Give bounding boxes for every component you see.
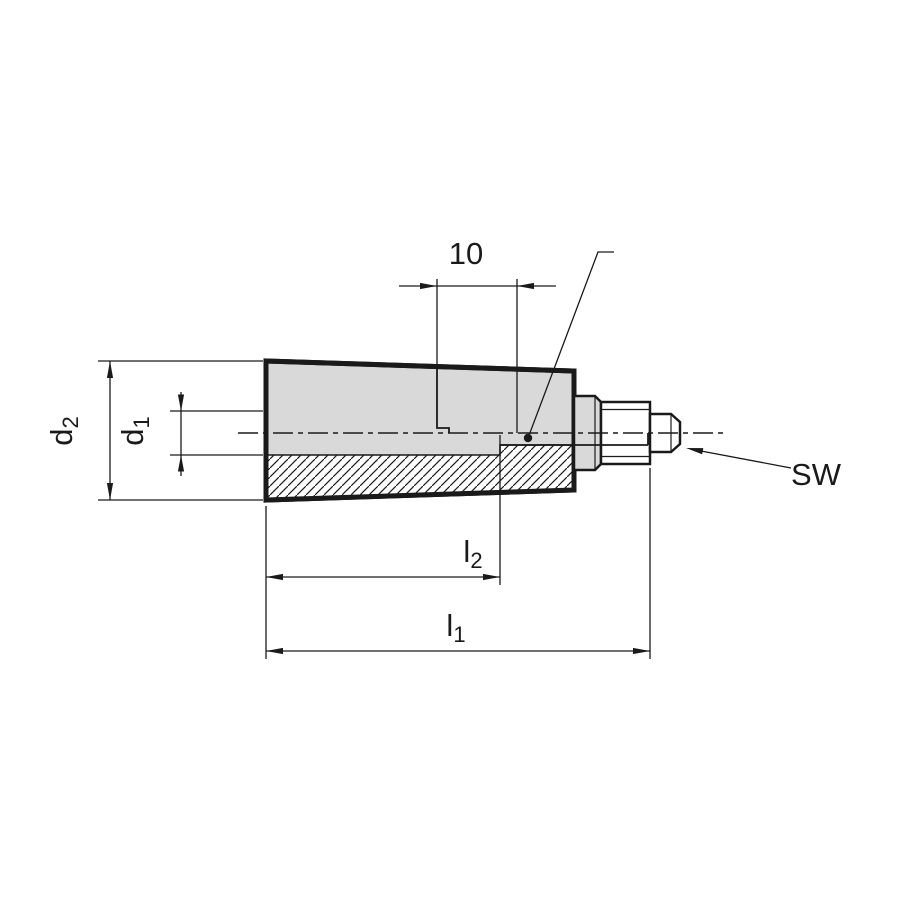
dim10-arrow-right: [517, 282, 534, 290]
d2-arrow-top: [106, 361, 114, 378]
l2-label: l2: [463, 534, 482, 573]
leader-dot: [523, 433, 533, 443]
d1-arrow-top: [177, 394, 185, 411]
dim10-label: 10: [449, 236, 483, 271]
sw-label: SW: [791, 457, 842, 492]
d1-arrow-bottom: [177, 455, 185, 472]
l1-arrow-right: [633, 647, 650, 655]
d2-label: d2: [44, 416, 83, 446]
leader-line: [527, 251, 614, 439]
l2-arrow-right: [483, 573, 500, 581]
internal-step-line: [436, 366, 450, 433]
l2-arrow-left: [266, 573, 283, 581]
l1-arrow-left: [266, 647, 283, 655]
handle-body-outline: [263, 358, 577, 503]
dim10-arrow-left: [420, 282, 437, 290]
d2-arrow-bottom: [106, 483, 114, 500]
l1-label: l1: [446, 608, 465, 647]
sw-leader-line: [700, 450, 792, 469]
sw-arrow: [686, 448, 704, 455]
d1-label: d1: [115, 416, 154, 446]
